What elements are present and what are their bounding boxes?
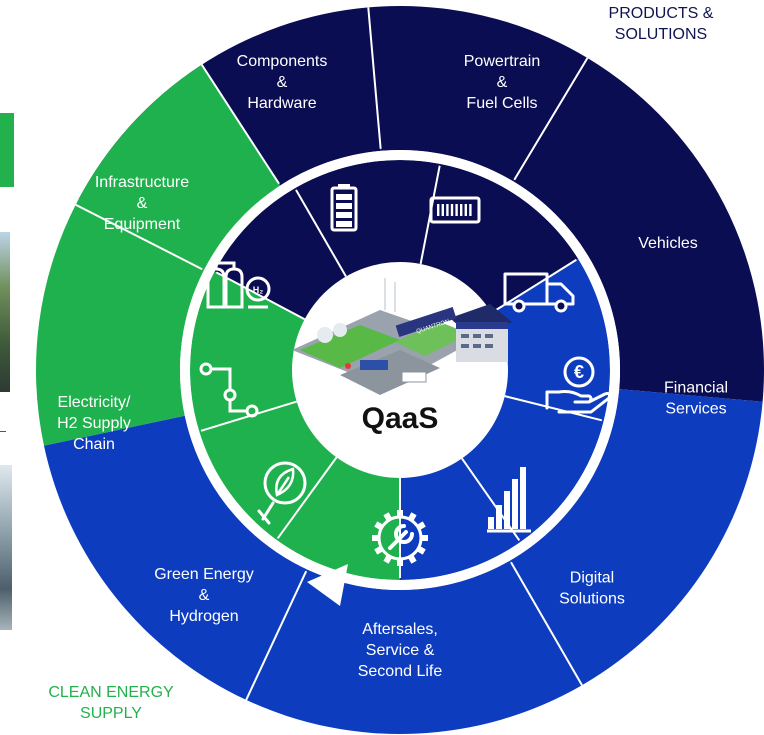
left-edge-photo-2 [0,465,12,630]
sector-label-line: Green Energy [154,566,254,583]
inner-icons: € H₂ [199,184,611,566]
products-solutions-label: PRODUCTS & SOLUTIONS [576,3,746,45]
leaf-plug-icon [257,461,307,525]
sector-label-line: Financial [664,380,728,397]
outer-separator [75,203,203,271]
outer-sector-green [35,204,204,446]
outer-sector-blue [246,560,583,734]
sector-label-line: Service & [366,642,435,659]
sector-label-line: Vehicles [638,235,698,252]
outer-sector-blue [510,389,763,686]
sector-label-line: Powertrain [464,53,540,70]
h2-tanks-icon: H₂ [206,261,271,309]
outer-separator [510,561,583,686]
sector-label-line: & [137,195,148,212]
sector-label-line: Equipment [104,216,181,233]
sector-label-line: Solutions [559,591,625,608]
sector-label-line: Chain [73,436,115,453]
sector-label: Green Energy & Hydrogen [154,566,254,625]
sector-label-line: & [497,74,508,91]
gear-wrench-icon [372,510,428,566]
sector-label: Components & Hardware [237,53,328,112]
inner-sector-green [276,455,400,580]
sector-label-line: & [199,587,210,604]
sector-label-line: Digital [570,570,614,587]
euro-hand-icon: € [545,356,611,414]
inner-sector-green [190,271,307,432]
inner-separator [215,271,306,321]
left-edge-divider [0,431,6,432]
outer-sector-blue [43,415,308,700]
inner-sector-navy [420,163,579,314]
sector-labels: Components & Hardware Powertrain & Fuel Cells… [57,53,728,680]
sector-label-line: Second Life [358,663,443,680]
supply-chain-icon [199,362,259,418]
clean-energy-supply-line: SUPPLY [80,705,142,722]
clean-energy-supply-label: CLEAN ENERGY SUPPLY [16,682,206,724]
outer-separator [367,7,382,149]
ring-arrowhead [307,564,348,606]
white-ring-band [180,150,620,590]
qaas-site-illustration: QUANTRON [292,278,512,395]
outer-separator [513,57,589,181]
inner-separator [276,456,338,539]
sector-label-line: Fuel Cells [466,95,537,112]
svg-text:H₂: H₂ [253,285,264,295]
sector-label: Infrastructure & Equipment [95,174,189,233]
sector-label: Vehicles [638,235,698,252]
outer-sector-navy [513,57,764,402]
inner-separator [504,395,603,422]
bar-chart-icon [487,467,531,533]
outer-sector-navy [368,5,588,182]
fuel-cell-icon [429,196,481,224]
sector-label-line: Aftersales, [362,621,438,638]
sector-label-line: Components [237,53,328,70]
truck-icon [503,272,575,313]
left-edge-photo [0,232,10,392]
svg-text:€: € [574,362,584,382]
sector-label: Aftersales, Service & Second Life [358,621,443,680]
products-solutions-line: PRODUCTS & [608,5,714,22]
inner-separator [295,189,347,277]
sector-label-line: Infrastructure [95,174,189,191]
sector-label: Powertrain & Fuel Cells [464,53,540,112]
outer-sector-green [78,64,281,267]
center-hub: QUANTRON QaaS [292,262,512,478]
sector-label-line: H2 Supply [57,415,131,432]
sector-label-line: Hydrogen [169,608,238,625]
battery-icon [330,184,358,232]
sector-label-line: Hardware [247,95,316,112]
outer-ring [35,5,764,734]
sector-label-line: & [277,74,288,91]
center-title: QaaS [362,402,439,435]
sector-label-line: Electricity/ [58,394,131,411]
inner-sector-blue [489,258,610,421]
products-solutions-line: SOLUTIONS [614,26,708,43]
clean-energy-supply-line: CLEAN ENERGY [48,684,174,701]
outer-separator [200,64,280,185]
sector-label-line: Services [665,401,726,418]
inner-sector-blue [400,456,521,580]
left-edge-green-box [0,113,14,187]
outer-separator [245,570,308,701]
